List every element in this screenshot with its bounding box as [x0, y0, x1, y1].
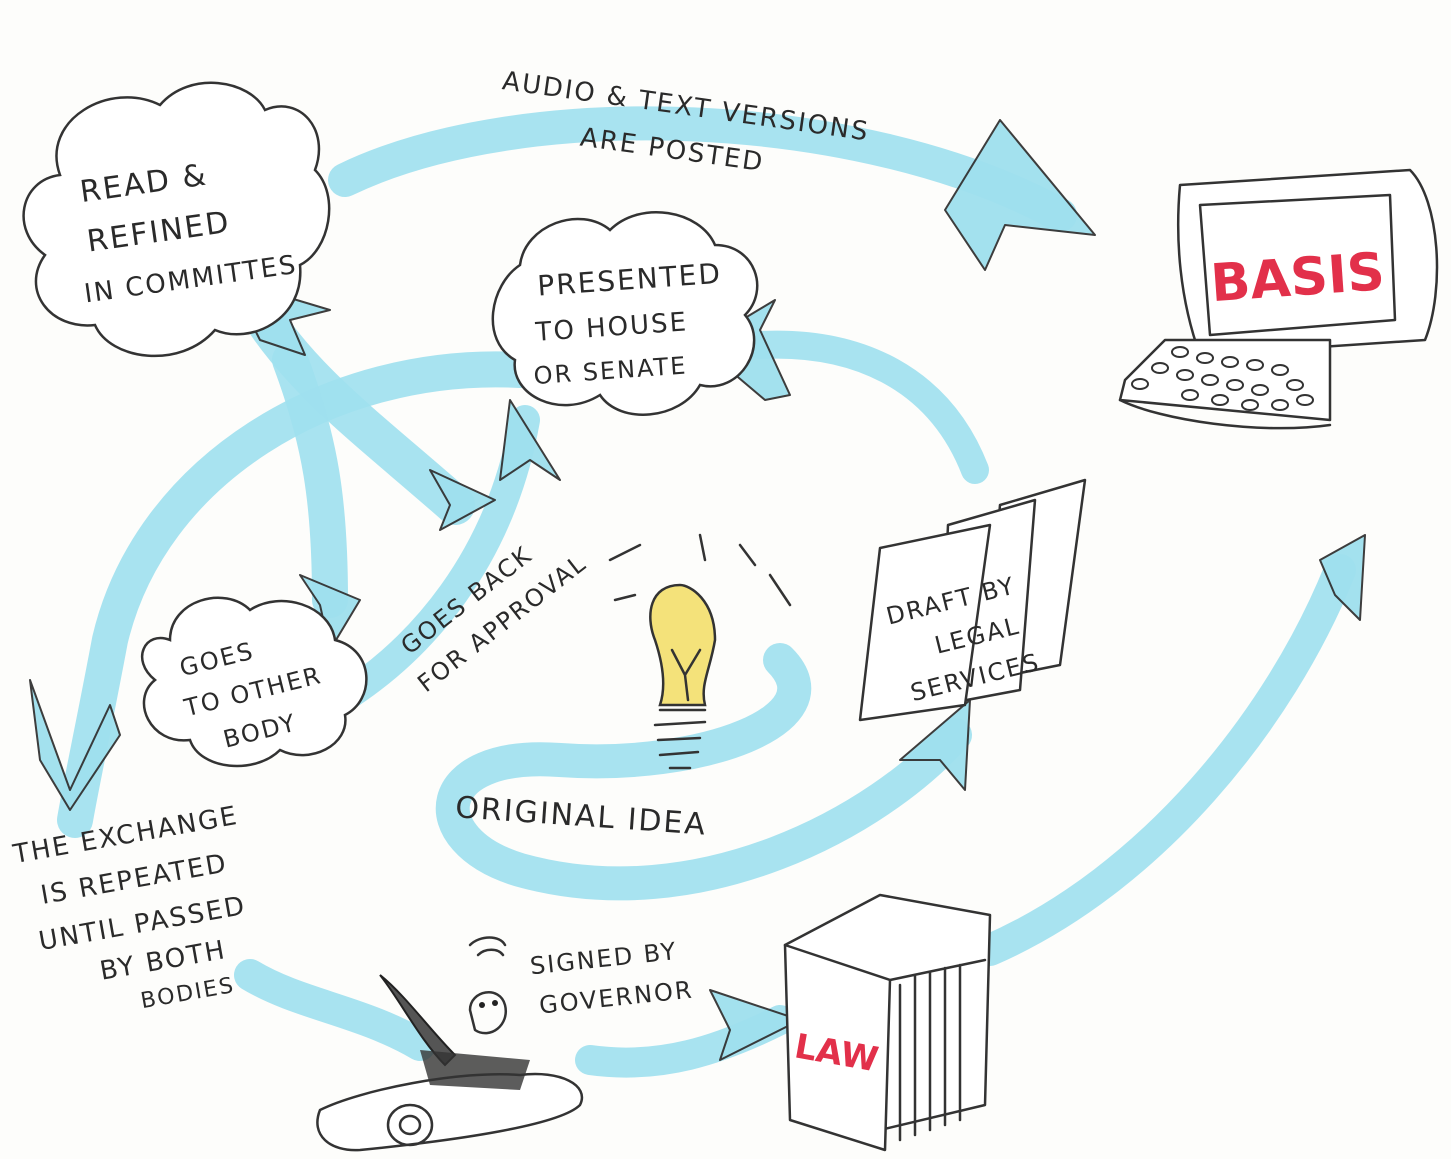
- arrow-original-idea-loop: [435, 643, 972, 901]
- lightbulb-icon: [608, 533, 792, 770]
- signed-line-2: GOVERNOR: [538, 976, 695, 1020]
- arrowhead-to-draft: [899, 699, 971, 791]
- arrow-to-other-body: [272, 342, 348, 618]
- label-original-idea: ORIGINAL IDEA: [454, 790, 708, 842]
- original-idea-label: ORIGINAL IDEA: [454, 790, 708, 842]
- arrow-law-to-computer: [974, 554, 1356, 966]
- arrowhead-to-goes-back: [429, 469, 496, 531]
- arrowhead-law-to-computer: [1319, 534, 1366, 621]
- exchange-line-5: BODIES: [139, 973, 237, 1014]
- arrow-exchange-to-scroll: [234, 959, 436, 1061]
- arrowhead-to-law: [709, 989, 801, 1061]
- scroll-quill-icon: [316, 936, 584, 1152]
- cloud-presented: [491, 210, 759, 416]
- computer-icon: BASIS: [1118, 168, 1439, 430]
- law-book-icon: LAW: [783, 893, 992, 1152]
- document-stack-icon: [858, 478, 1087, 722]
- cloud-read-refined: [22, 81, 331, 358]
- arrow-heads: [29, 119, 1366, 1061]
- computer-keys: [1131, 346, 1314, 411]
- arrowhead-to-exchange: [29, 679, 121, 811]
- label-signed: SIGNED BY GOVERNOR: [529, 937, 695, 1020]
- arrowhead-to-computer: [944, 119, 1096, 271]
- label-exchange: THE EXCHANGE IS REPEATED UNTIL PASSED BY…: [10, 801, 249, 1014]
- signed-line-1: SIGNED BY: [529, 937, 679, 980]
- arrow-draft-to-presented: [746, 330, 989, 484]
- cloud-goes-other: [141, 596, 368, 768]
- computer-screen-label: BASIS: [1209, 242, 1387, 314]
- arrowhead-to-presented-2: [499, 399, 561, 481]
